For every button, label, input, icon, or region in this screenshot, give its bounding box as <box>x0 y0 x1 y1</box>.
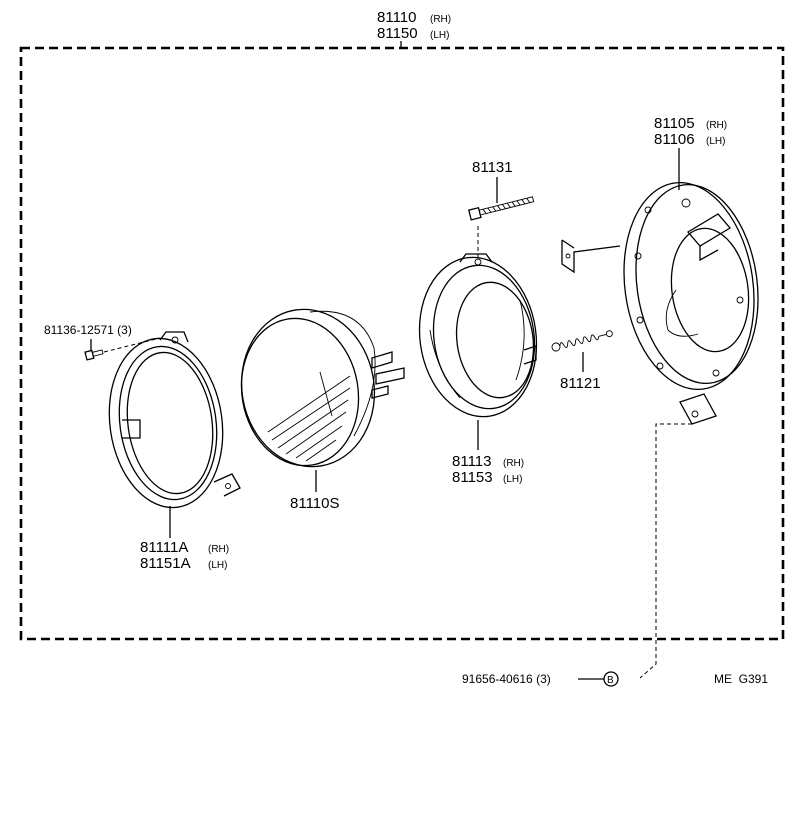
svg-text:(LH): (LH) <box>430 30 449 41</box>
svg-text:(RH): (RH) <box>706 120 727 131</box>
retaining-rim-81111A: 81111A (RH) 81151A (LH) <box>108 331 241 572</box>
svg-text:81106: 81106 <box>654 131 695 148</box>
svg-text:81111A: 81111A <box>140 539 188 556</box>
housing-81105: 81105 (RH) 81106 (LH) <box>561 115 759 425</box>
svg-text:(RH): (RH) <box>208 544 229 555</box>
svg-text:(RH): (RH) <box>430 14 451 25</box>
svg-text:81110: 81110 <box>377 9 417 26</box>
svg-text:91656-40616 (3): 91656-40616 (3) <box>462 672 551 686</box>
svg-text:(LH): (LH) <box>503 474 522 485</box>
svg-text:81131: 81131 <box>472 159 513 176</box>
assembly-label: 81110 (RH) 81150 (LH) <box>377 9 451 48</box>
svg-text:(LH): (LH) <box>706 136 725 147</box>
mount-ring-81113: 81113 (RH) 81153 (LH) <box>418 253 538 486</box>
svg-text:81153: 81153 <box>452 469 493 486</box>
screw-81136: 81136-12571 (3) <box>44 323 161 361</box>
svg-text:81150: 81150 <box>377 25 418 42</box>
bulb-81110S: 81110S <box>240 308 405 512</box>
svg-text:81121: 81121 <box>560 375 601 392</box>
screw-81131: 81131 <box>468 159 535 258</box>
svg-text:81105: 81105 <box>654 115 695 132</box>
svg-text:(RH): (RH) <box>503 458 524 469</box>
diagram-code: ME G391 <box>714 672 768 686</box>
svg-text:B: B <box>607 675 614 686</box>
assembly-frame <box>19 46 785 641</box>
svg-text:81151A: 81151A <box>140 555 191 572</box>
svg-text:81136-12571 (3): 81136-12571 (3) <box>44 323 132 337</box>
svg-text:81110S: 81110S <box>290 495 340 512</box>
spring-81121: 81121 <box>551 330 613 392</box>
bolt-91656: 91656-40616 (3) B <box>462 423 692 687</box>
svg-text:(LH): (LH) <box>208 560 227 571</box>
svg-text:81113: 81113 <box>452 453 492 470</box>
